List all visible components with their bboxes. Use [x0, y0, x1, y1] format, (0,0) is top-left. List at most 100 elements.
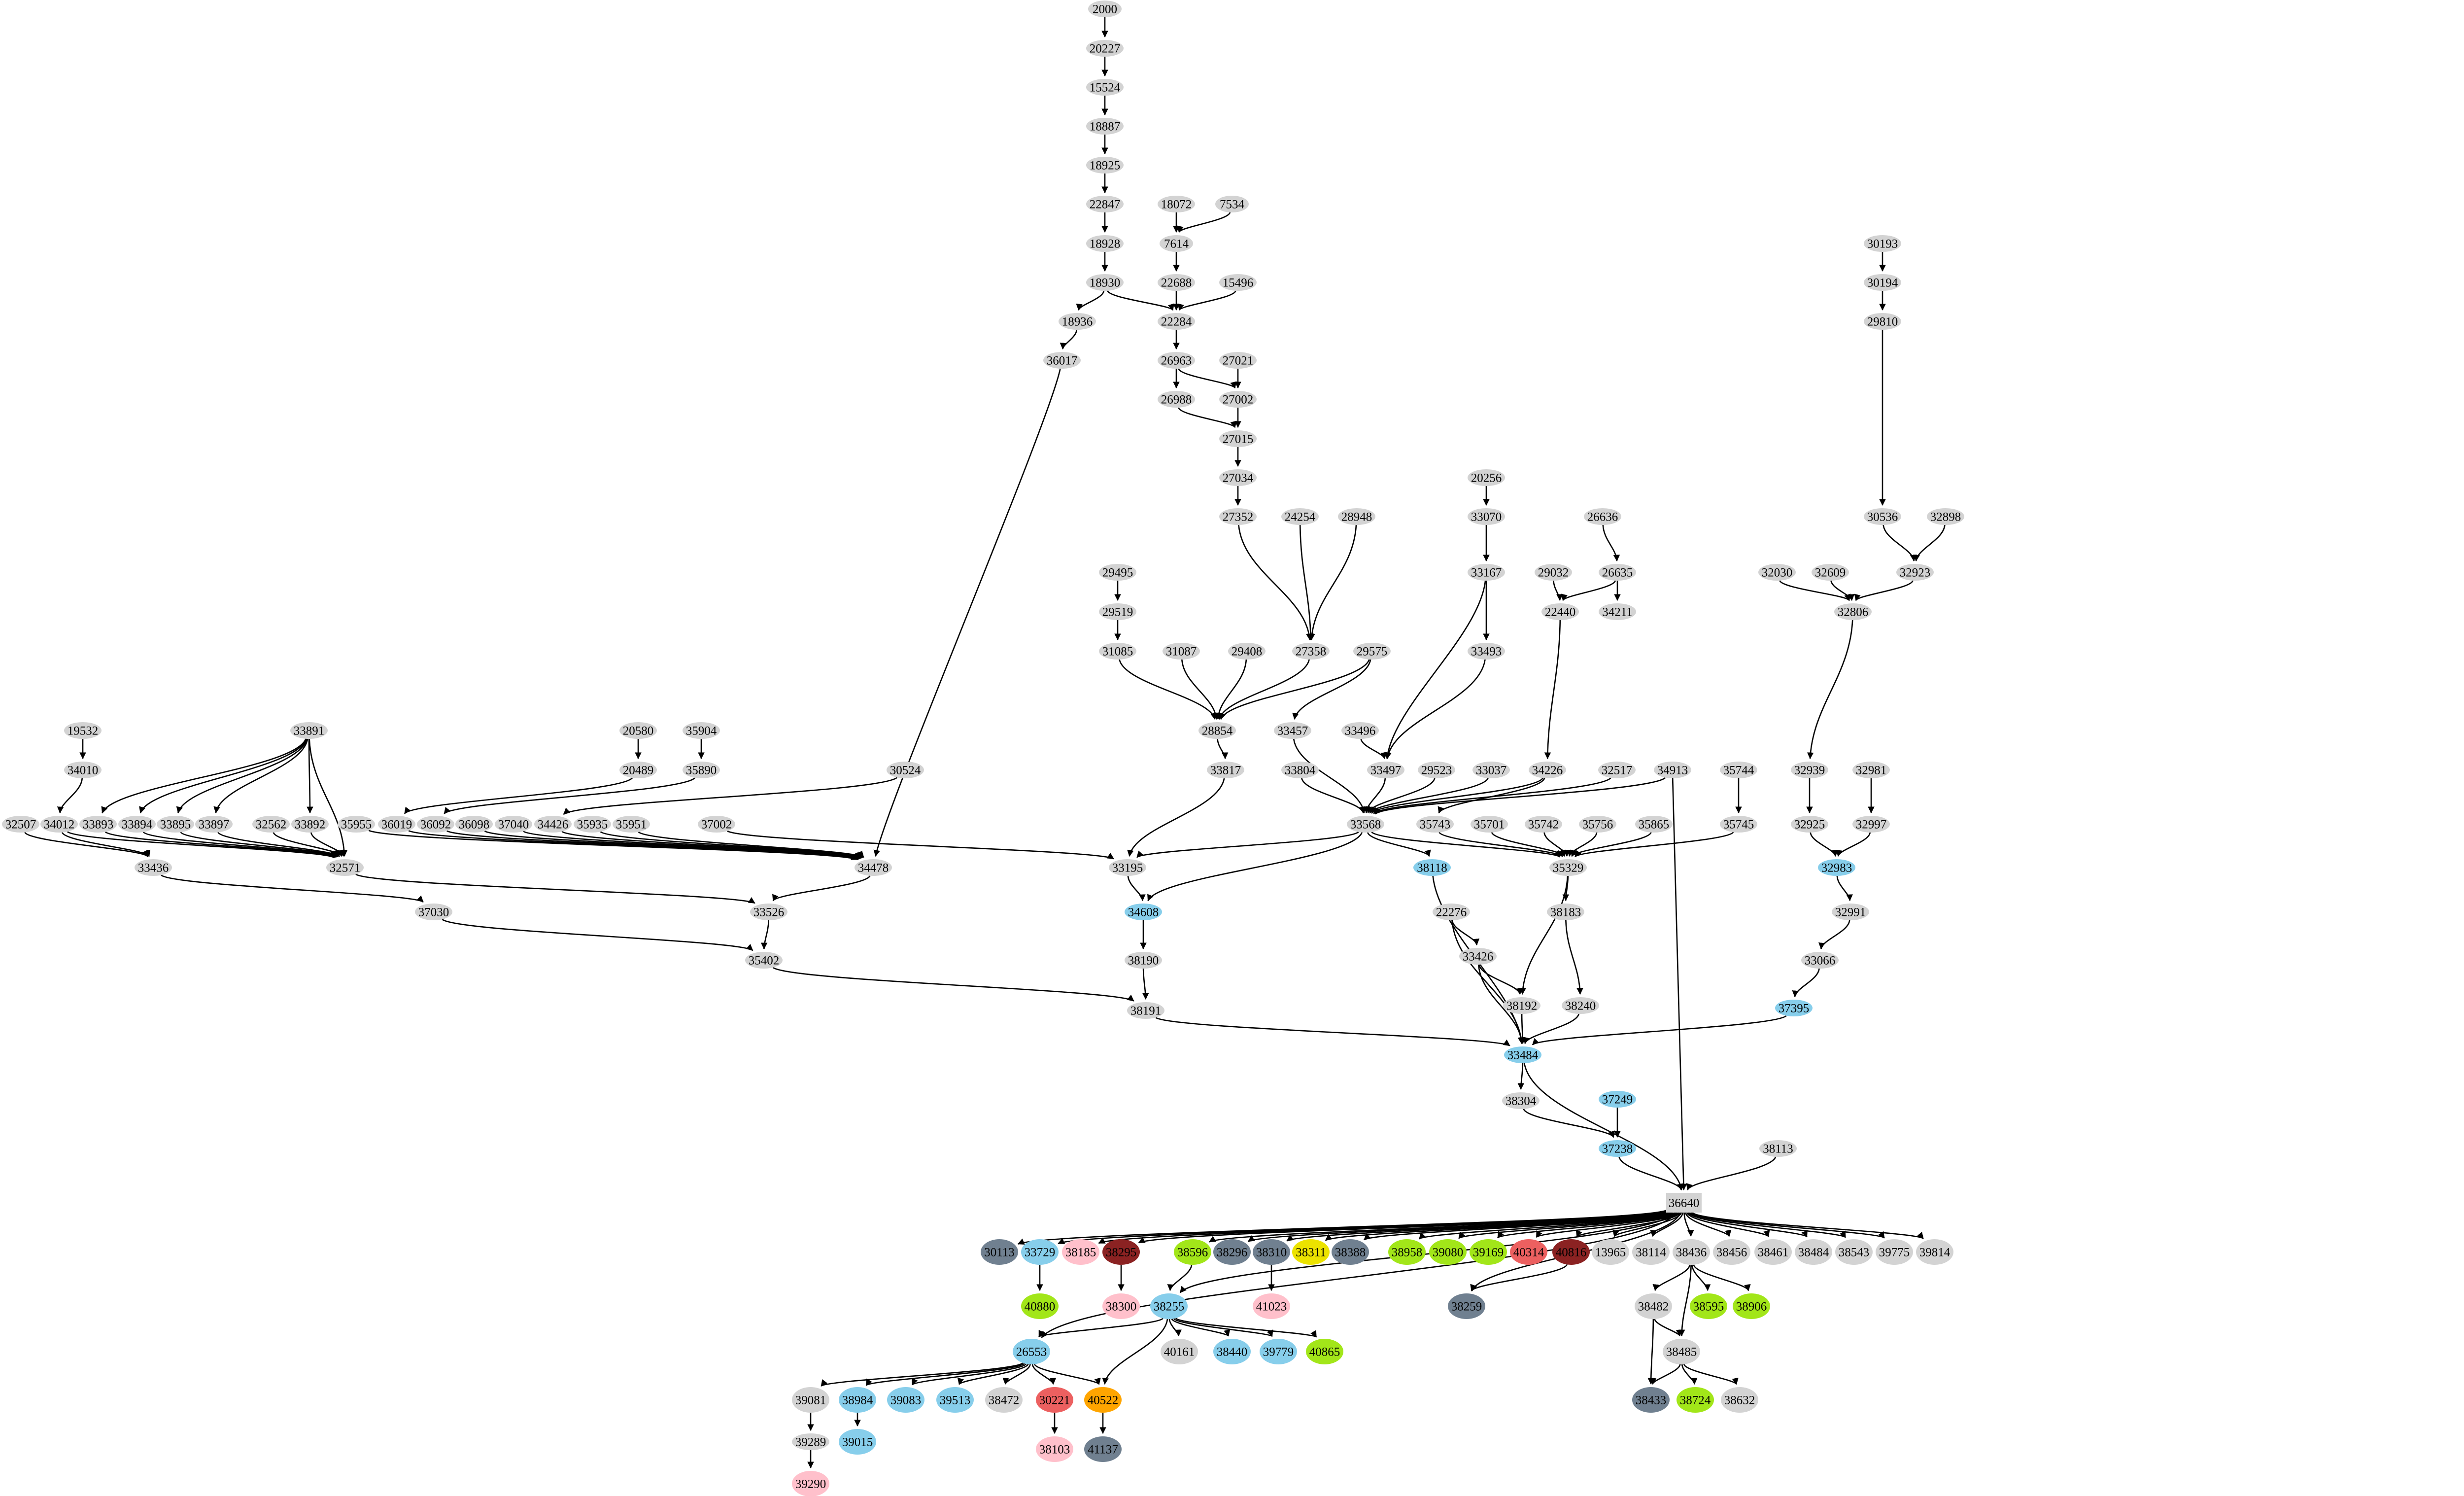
graph-node[interactable]: 18887: [1086, 118, 1124, 135]
node-shape[interactable]: [118, 816, 156, 833]
graph-node[interactable]: 33817: [1207, 762, 1244, 778]
graph-node[interactable]: 30524: [887, 762, 924, 778]
node-shape[interactable]: [1801, 952, 1839, 969]
node-shape[interactable]: [1584, 508, 1621, 525]
node-shape[interactable]: [1099, 564, 1136, 581]
node-shape[interactable]: [1306, 1339, 1343, 1364]
node-shape[interactable]: [1599, 1140, 1636, 1157]
graph-node[interactable]: 32898: [1927, 508, 1964, 525]
node-shape[interactable]: [1635, 816, 1673, 833]
node-shape[interactable]: [574, 816, 611, 833]
node-shape[interactable]: [855, 859, 892, 876]
node-shape[interactable]: [1219, 391, 1257, 408]
node-shape[interactable]: [1713, 1239, 1750, 1265]
node-shape[interactable]: [1036, 1436, 1073, 1462]
node-shape[interactable]: [1338, 508, 1375, 525]
graph-node[interactable]: 32983: [1818, 859, 1855, 876]
node-shape[interactable]: [1086, 118, 1124, 135]
node-shape[interactable]: [1021, 1293, 1059, 1319]
graph-node[interactable]: 27021: [1219, 352, 1257, 369]
node-shape[interactable]: [683, 762, 720, 778]
node-shape[interactable]: [79, 816, 117, 833]
node-shape[interactable]: [1160, 235, 1193, 252]
node-shape[interactable]: [1125, 904, 1162, 920]
node-shape[interactable]: [1459, 948, 1497, 965]
graph-node[interactable]: 37002: [698, 816, 735, 833]
graph-node[interactable]: 37395: [1775, 1000, 1813, 1016]
node-shape[interactable]: [1525, 816, 1562, 833]
node-shape[interactable]: [1158, 274, 1195, 291]
node-shape[interactable]: [1219, 469, 1257, 486]
graph-node[interactable]: 38632: [1721, 1387, 1758, 1413]
node-shape[interactable]: [1758, 564, 1796, 581]
node-shape[interactable]: [534, 816, 572, 833]
graph-node[interactable]: 38482: [1635, 1293, 1672, 1319]
graph-node[interactable]: 29408: [1228, 643, 1266, 660]
node-shape[interactable]: [1150, 1293, 1188, 1319]
graph-node[interactable]: 34012: [40, 816, 78, 833]
node-shape[interactable]: [1448, 1293, 1485, 1319]
graph-node[interactable]: 7534: [1215, 196, 1249, 212]
graph-node[interactable]: 33893: [79, 816, 117, 833]
graph-node[interactable]: 13965: [1592, 1239, 1629, 1265]
node-shape[interactable]: [1468, 643, 1505, 660]
graph-node[interactable]: 38958: [1388, 1239, 1426, 1265]
node-shape[interactable]: [1562, 997, 1599, 1014]
graph-node[interactable]: 35701: [1471, 816, 1508, 833]
graph-node[interactable]: 33526: [750, 904, 787, 920]
graph-node[interactable]: 32939: [1791, 762, 1828, 778]
node-shape[interactable]: [1281, 508, 1319, 525]
graph-node[interactable]: 32609: [1812, 564, 1849, 581]
node-shape[interactable]: [698, 816, 735, 833]
node-shape[interactable]: [1832, 904, 1869, 920]
node-shape[interactable]: [1759, 1140, 1797, 1157]
node-shape[interactable]: [1876, 1239, 1913, 1265]
graph-node[interactable]: 32997: [1852, 816, 1890, 833]
node-shape[interactable]: [1109, 859, 1146, 876]
node-shape[interactable]: [326, 859, 364, 876]
graph-node[interactable]: 27352: [1219, 508, 1257, 525]
graph-node[interactable]: 34426: [534, 816, 572, 833]
graph-node[interactable]: 22847: [1086, 196, 1124, 212]
node-shape[interactable]: [1666, 1193, 1702, 1213]
node-shape[interactable]: [792, 1471, 829, 1496]
node-shape[interactable]: [1468, 564, 1505, 581]
graph-node[interactable]: 18936: [1059, 313, 1096, 330]
graph-node[interactable]: 38984: [839, 1387, 876, 1413]
node-shape[interactable]: [1677, 1387, 1714, 1413]
node-shape[interactable]: [290, 722, 328, 739]
node-shape[interactable]: [1125, 952, 1162, 969]
graph-node[interactable]: 33426: [1459, 948, 1497, 965]
graph-node[interactable]: 41023: [1253, 1293, 1290, 1319]
graph-node[interactable]: 35745: [1720, 816, 1757, 833]
graph-node[interactable]: 30193: [1864, 235, 1901, 252]
node-shape[interactable]: [1418, 762, 1455, 778]
graph-node[interactable]: 33195: [1109, 859, 1146, 876]
graph-node[interactable]: 38440: [1213, 1339, 1251, 1364]
graph-node[interactable]: 38240: [1562, 997, 1599, 1014]
node-shape[interactable]: [1754, 1239, 1792, 1265]
graph-node[interactable]: 38191: [1127, 1002, 1164, 1019]
graph-node[interactable]: 33167: [1468, 564, 1505, 581]
graph-node[interactable]: 30221: [1036, 1387, 1073, 1413]
node-shape[interactable]: [1413, 859, 1451, 876]
node-shape[interactable]: [195, 816, 233, 833]
graph-node[interactable]: 15524: [1086, 79, 1124, 96]
graph-node[interactable]: 35955: [338, 816, 375, 833]
graph-node[interactable]: 35756: [1579, 816, 1616, 833]
node-shape[interactable]: [1341, 722, 1379, 739]
node-shape[interactable]: [1547, 904, 1584, 920]
graph-node[interactable]: 32923: [1896, 564, 1934, 581]
graph-node[interactable]: 30194: [1864, 274, 1901, 291]
graph-node[interactable]: 22440: [1541, 603, 1579, 620]
node-shape[interactable]: [1690, 1293, 1727, 1319]
node-shape[interactable]: [338, 816, 375, 833]
node-shape[interactable]: [1158, 196, 1195, 212]
graph-node[interactable]: 33070: [1468, 508, 1505, 525]
graph-node[interactable]: 29575: [1353, 643, 1391, 660]
node-shape[interactable]: [1158, 391, 1195, 408]
node-shape[interactable]: [1535, 564, 1572, 581]
graph-node[interactable]: 37030: [415, 904, 452, 920]
graph-node[interactable]: 33568: [1347, 816, 1384, 833]
graph-node[interactable]: 34226: [1529, 762, 1566, 778]
